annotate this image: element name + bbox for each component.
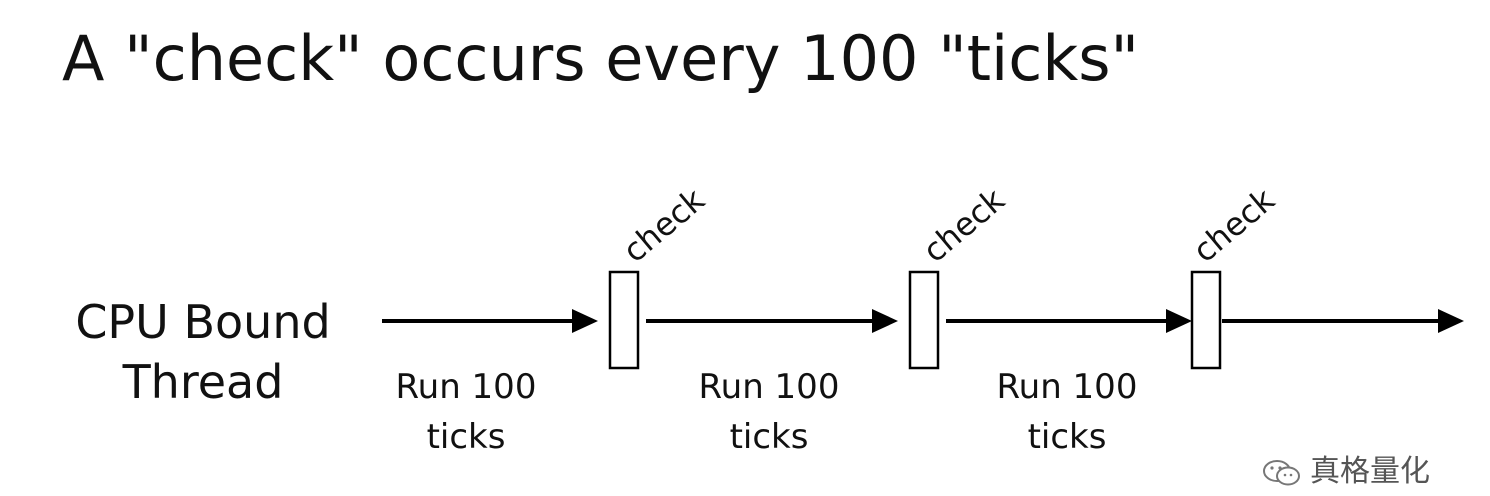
wechat-icon bbox=[1263, 459, 1300, 485]
page-title: A "check" occurs every 100 "ticks" bbox=[62, 22, 1140, 95]
run-label-3: Run 100 ticks bbox=[957, 362, 1177, 462]
check-box-1 bbox=[608, 270, 640, 370]
run-label-1-line1: Run 100 bbox=[395, 367, 537, 407]
run-label-1-line2: ticks bbox=[426, 417, 506, 457]
run-label-2: Run 100 ticks bbox=[659, 362, 879, 462]
run-label-2-line1: Run 100 bbox=[698, 367, 840, 407]
arrow-1 bbox=[382, 309, 598, 333]
watermark-text: 真格量化 bbox=[1310, 454, 1430, 489]
thread-label: CPU Bound Thread bbox=[58, 292, 348, 412]
run-label-3-line1: Run 100 bbox=[996, 367, 1138, 407]
arrow-4 bbox=[1222, 309, 1464, 333]
thread-label-line2: Thread bbox=[122, 355, 284, 409]
run-label-2-line2: ticks bbox=[729, 417, 809, 457]
thread-label-line1: CPU Bound bbox=[75, 295, 331, 349]
check-box-3 bbox=[1190, 270, 1222, 370]
watermark: 真格量化 bbox=[1262, 446, 1430, 490]
arrow-2 bbox=[646, 309, 898, 333]
arrow-3 bbox=[946, 309, 1192, 333]
run-label-1: Run 100 ticks bbox=[356, 362, 576, 462]
check-box-2 bbox=[908, 270, 940, 370]
run-label-3-line2: ticks bbox=[1027, 417, 1107, 457]
